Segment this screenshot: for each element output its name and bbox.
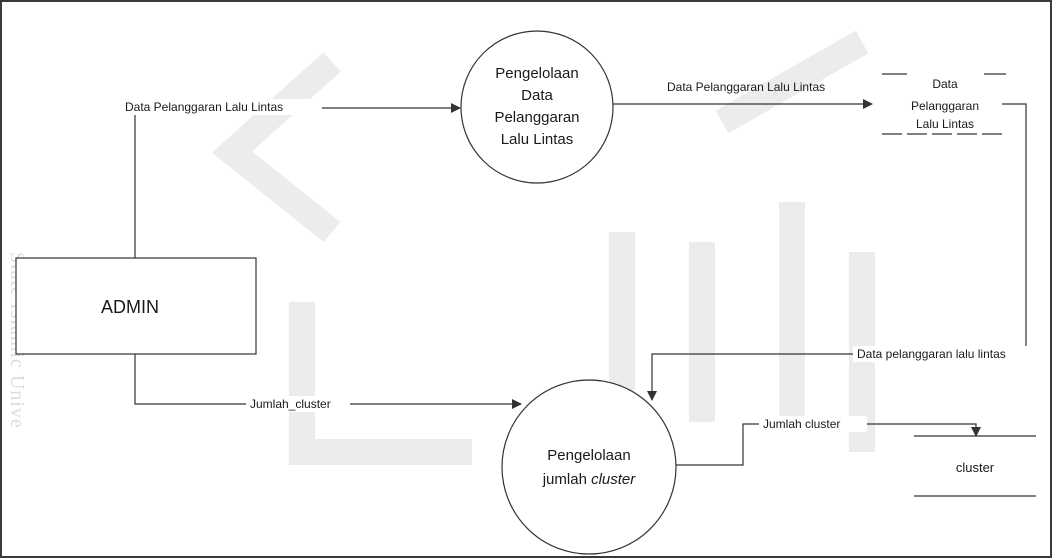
flow-label-process1-to-datastore1: Data Pelanggaran Lalu Lintas (667, 80, 825, 94)
process1-label-line3: Pelanggaran (494, 109, 579, 126)
datastore-data-pelanggaran (882, 73, 1006, 135)
datastore1-label-line1: Data (932, 77, 958, 91)
flow-admin-to-process2 (134, 354, 522, 409)
admin-entity (15, 257, 257, 355)
flow-label-admin-to-process1: Data Pelanggaran Lalu Lintas (125, 100, 283, 114)
flow-label-bg (853, 346, 1049, 362)
datastore1-label-line3: Lalu Lintas (916, 117, 974, 131)
flow-label-admin-to-process2: Jumlah_cluster (250, 397, 331, 411)
process2-label-line2-prefix: jumlah (542, 471, 591, 488)
flow-label-bg (122, 99, 322, 115)
process2-label-line1: Pengelolaan (547, 447, 630, 464)
datastore-cluster (914, 435, 1036, 497)
flow-label-process2-to-datastore2: Jumlah cluster (763, 417, 840, 431)
admin-entity-label: ADMIN (101, 297, 159, 317)
process2-label-line2-italic: cluster (591, 471, 636, 488)
process1-label-line2: Data (521, 87, 553, 104)
flow-admin-to-process1 (134, 103, 461, 258)
flow-process2-to-datastore2 (676, 423, 981, 466)
datastore2-label: cluster (956, 460, 995, 475)
datastore1-label-line2: Pelanggaran (911, 99, 979, 113)
watermark-logo (211, 30, 875, 465)
process-pengelolaan-jumlah-cluster (501, 379, 677, 555)
process2-label-line2: jumlah cluster (542, 471, 637, 488)
process1-label-line4: Lalu Lintas (501, 131, 574, 148)
process-pengelolaan-data-pelanggaran (460, 30, 614, 184)
flow-label-datastore1-to-process2: Data pelanggaran lalu lintas (857, 347, 1006, 361)
process1-label-line1: Pengelolaan (495, 65, 578, 82)
flow-label-bg (759, 416, 867, 432)
flow-label-bg (246, 396, 350, 412)
